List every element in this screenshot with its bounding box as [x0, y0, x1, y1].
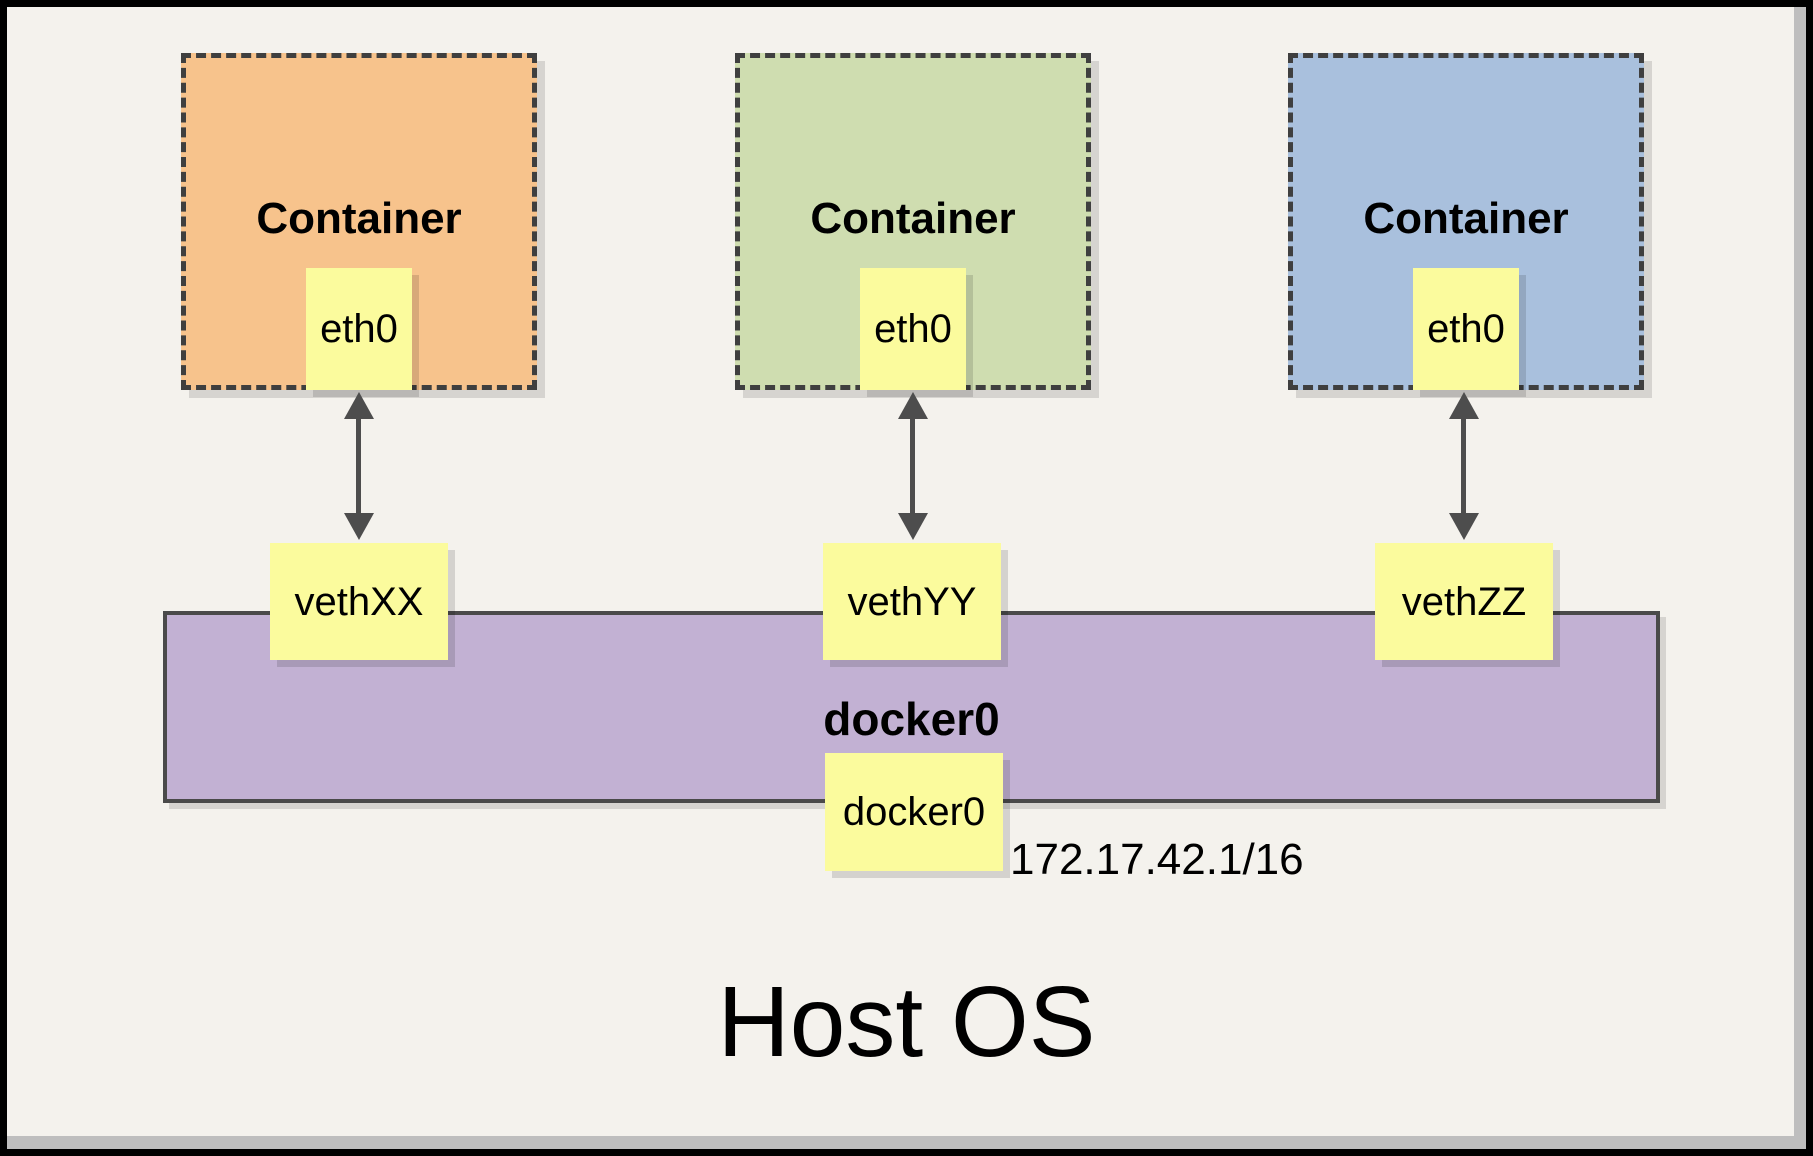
vethzz-node: vethZZ — [1375, 543, 1553, 660]
container-box-3: Container eth0 — [1288, 53, 1644, 390]
container-box-2: Container eth0 — [735, 53, 1091, 390]
container-box-1: Container eth0 — [181, 53, 537, 390]
container-1-eth0-node: eth0 — [306, 268, 412, 390]
eth0-vethyy-arrow-icon — [898, 392, 928, 540]
arrow-shaft — [910, 414, 915, 518]
container-1-label: Container — [256, 194, 462, 243]
arrow-shaft — [356, 414, 361, 518]
vethxx-node: vethXX — [270, 543, 448, 660]
docker0-bridge-label: docker0 — [823, 693, 1000, 745]
container-3-eth0-node: eth0 — [1413, 268, 1519, 390]
container-2-label: Container — [810, 194, 1016, 243]
arrow-shaft — [1461, 414, 1466, 518]
container-2-eth0-node: eth0 — [860, 268, 966, 390]
host-os-label: Host OS — [717, 966, 1096, 1078]
eth0-vethzz-arrow-icon — [1449, 392, 1479, 540]
container-3-label: Container — [1363, 194, 1569, 243]
docker0-interface-node: docker0 — [825, 753, 1003, 871]
bridge-ip-label: 172.17.42.1/16 — [1010, 835, 1304, 884]
vethyy-node: vethYY — [823, 543, 1001, 660]
eth0-vethxx-arrow-icon — [344, 392, 374, 540]
